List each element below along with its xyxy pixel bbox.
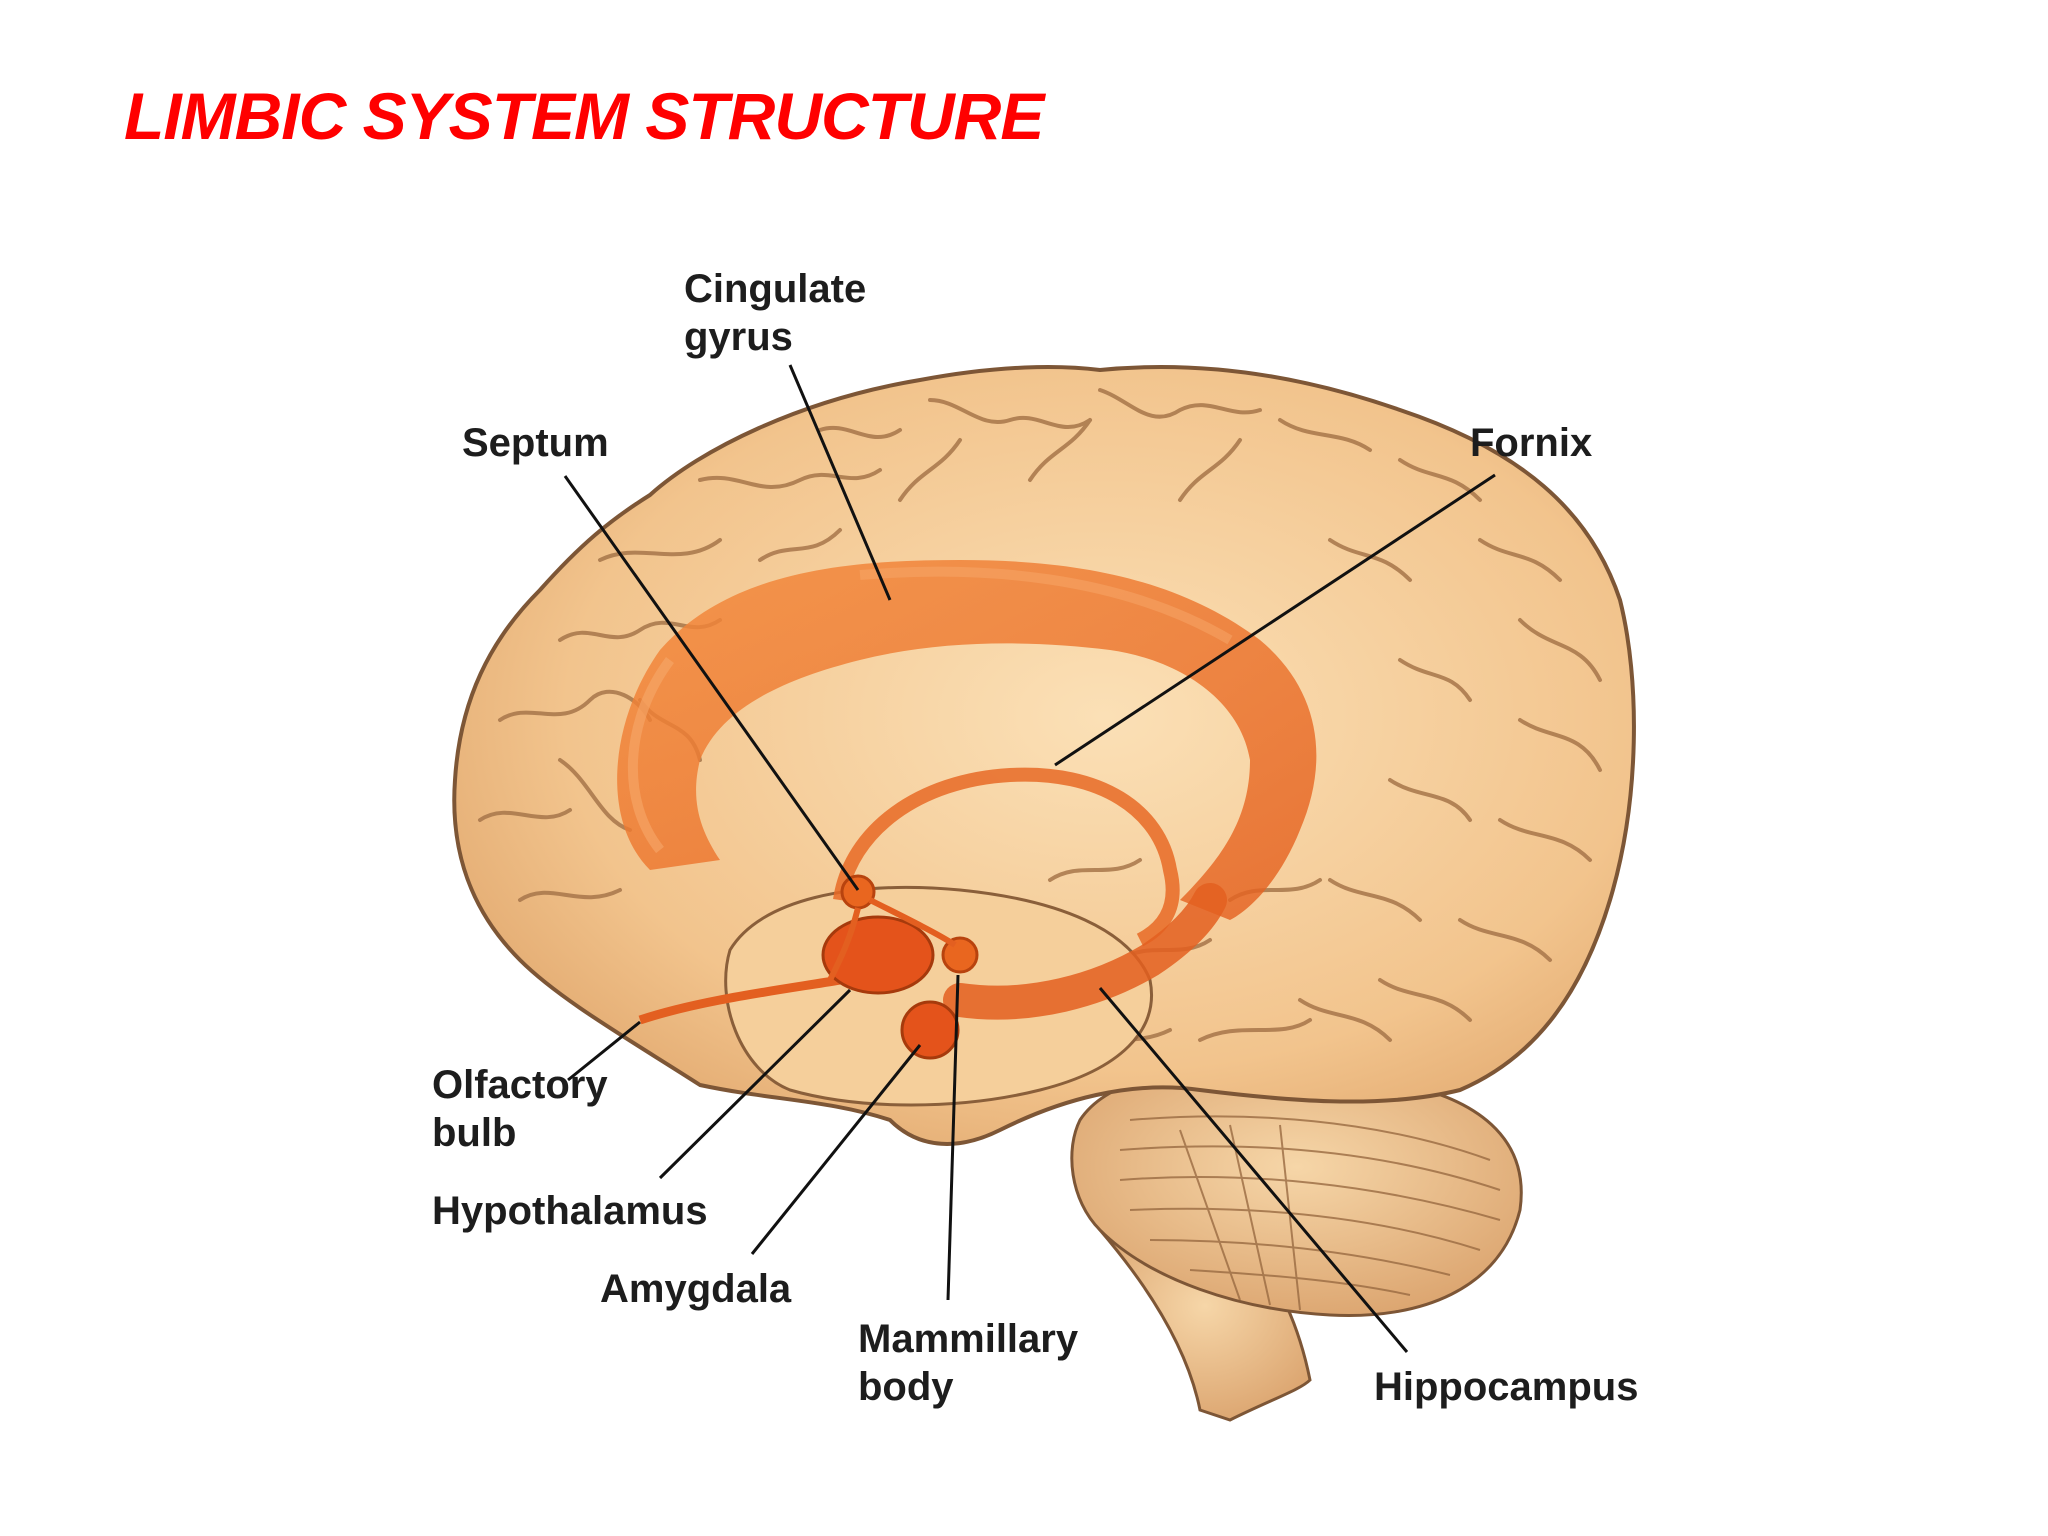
leader-septum xyxy=(563,475,860,891)
label-fornix: Fornix xyxy=(1470,421,1592,465)
leader-amygdala xyxy=(750,1044,922,1255)
amygdala-node xyxy=(900,1000,960,1060)
slide-title: LIMBIC SYSTEM STRUCTURE xyxy=(124,79,1044,153)
label-mammillary-line1: Mammillary xyxy=(858,1317,1079,1361)
label-hippocampus: Hippocampus xyxy=(1374,1365,1638,1409)
label-cingulate-line1: Cingulate xyxy=(684,267,866,311)
leader-olfactory xyxy=(567,1020,641,1082)
septum-node xyxy=(840,874,876,910)
mammillary-node xyxy=(941,936,979,974)
label-cingulate-line2: gyrus xyxy=(684,315,793,359)
leader-hypothalamus xyxy=(658,988,852,1180)
label-hypothalamus: Hypothalamus xyxy=(432,1189,708,1233)
label-amygdala: Amygdala xyxy=(600,1267,792,1311)
label-mammillary-line2: body xyxy=(858,1365,954,1409)
olfactory-tract xyxy=(638,975,841,1025)
leader-fornix xyxy=(1054,473,1496,767)
hippocampus xyxy=(943,883,1227,1020)
cerebellum-folia xyxy=(1119,1115,1501,1311)
cingulate-gyrus xyxy=(617,560,1317,920)
leader-hippocampus xyxy=(1098,987,1409,1353)
leader-cingulate xyxy=(788,364,892,601)
label-septum: Septum xyxy=(462,421,609,465)
label-olfactory-line1: Olfactory xyxy=(432,1063,608,1107)
leader-mammillary xyxy=(946,974,960,1301)
fornix xyxy=(833,767,1180,947)
label-olfactory-line2: bulb xyxy=(432,1111,516,1155)
leader-lines xyxy=(563,364,1496,1353)
